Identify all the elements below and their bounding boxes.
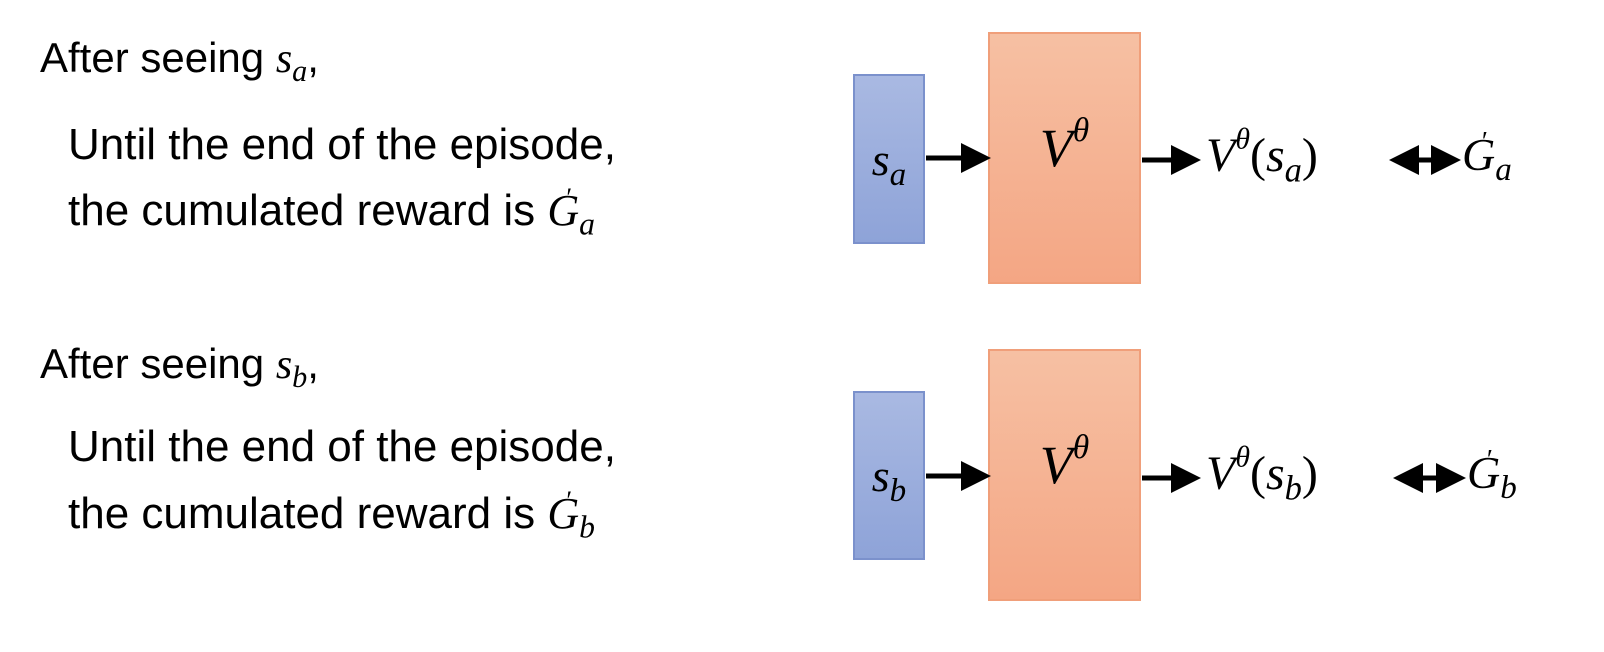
row-a-value-output: Vθ(sa)	[1206, 122, 1318, 190]
row-b-value-output: Vθ(sb)	[1206, 440, 1318, 508]
row-b-value-network-box: Vθ	[988, 349, 1141, 601]
row-a-return-symbol: G′a	[547, 181, 595, 242]
row-a-after-seeing-label: After seeing	[40, 34, 276, 81]
row-b-state-symbol: sb	[275, 342, 308, 395]
row-a-value-network-label: Vθ	[1039, 111, 1090, 178]
row-b-state-input-label: sb	[871, 450, 907, 509]
row-a-state-symbol: sa	[275, 36, 308, 89]
row-a-state-input-label: sa	[871, 133, 907, 193]
row-b-reward-line: the cumulated reward is G′b	[68, 484, 595, 545]
row-b-return-symbol: G′b	[547, 484, 595, 545]
row-a-return-target: G′a	[1462, 124, 1512, 188]
row-a-value-network-box: Vθ	[988, 32, 1141, 284]
row-a-reward-line: the cumulated reward is G′a	[68, 181, 595, 242]
row-b-episode-line: Until the end of the episode,	[68, 422, 616, 471]
row-b-after-seeing-label: After seeing	[40, 340, 276, 387]
row-a-state-input-box: sa	[853, 74, 925, 244]
row-b-value-network-label: Vθ	[1039, 428, 1090, 495]
row-b-state-input-box: sb	[853, 391, 925, 560]
row-a-episode-line: Until the end of the episode,	[68, 120, 616, 169]
row-b-return-target: G′b	[1467, 442, 1517, 506]
row-b-after-seeing: After seeing sb,	[40, 340, 319, 395]
row-a-after-seeing: After seeing sa,	[40, 34, 319, 89]
